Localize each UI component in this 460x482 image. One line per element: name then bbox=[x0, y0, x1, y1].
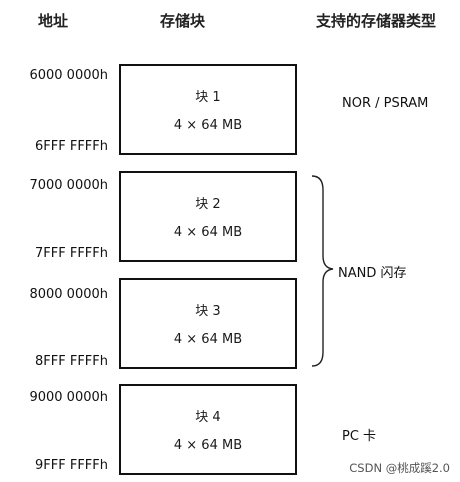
block-4-end-address: 9FFF FFFFh bbox=[35, 458, 108, 473]
block-2-size: 4 × 64 MB bbox=[173, 225, 243, 240]
memory-type-nand-flash: NAND 闪存 bbox=[338, 266, 407, 281]
memory-block-4: 块 4 4 × 64 MB bbox=[119, 384, 297, 475]
memory-type-column-header: 支持的存储器类型 bbox=[316, 12, 437, 30]
block-4-name: 块 4 bbox=[195, 410, 221, 425]
block-1-end-address: 6FFF FFFFh bbox=[35, 139, 108, 154]
block-column-header: 存储块 bbox=[160, 12, 206, 30]
block-2-end-address: 7FFF FFFFh bbox=[35, 246, 108, 261]
block-1-start-address: 6000 0000h bbox=[29, 68, 108, 83]
memory-block-2: 块 2 4 × 64 MB bbox=[119, 171, 297, 262]
block-3-start-address: 8000 0000h bbox=[29, 287, 108, 302]
block-3-end-address: 8FFF FFFFh bbox=[35, 354, 108, 369]
block-2-start-address: 7000 0000h bbox=[29, 178, 108, 193]
block-2-name: 块 2 bbox=[195, 197, 221, 212]
brace-path bbox=[311, 175, 334, 367]
memory-type-nor-psram: NOR / PSRAM bbox=[342, 96, 429, 111]
block-3-size: 4 × 64 MB bbox=[173, 332, 243, 347]
address-column-header: 地址 bbox=[38, 12, 69, 30]
block-1-name: 块 1 bbox=[195, 90, 221, 105]
watermark: CSDN @桃成蹊2.0 bbox=[349, 461, 450, 475]
memory-block-3: 块 3 4 × 64 MB bbox=[119, 278, 297, 369]
block-4-start-address: 9000 0000h bbox=[29, 390, 108, 405]
memory-block-1: 块 1 4 × 64 MB bbox=[119, 64, 297, 155]
block-4-size: 4 × 64 MB bbox=[173, 438, 243, 453]
block-1-size: 4 × 64 MB bbox=[173, 118, 243, 133]
memory-type-pc-card: PC 卡 bbox=[342, 429, 377, 444]
block-3-name: 块 3 bbox=[195, 304, 221, 319]
